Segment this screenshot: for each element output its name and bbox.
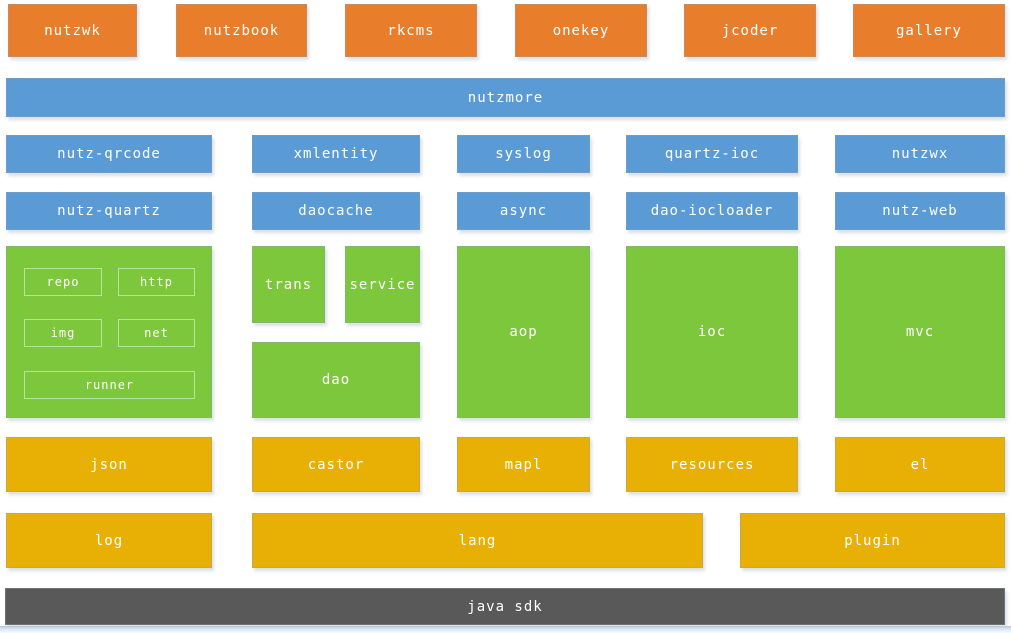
block-java-sdk: java sdk xyxy=(5,588,1005,625)
block-http: http xyxy=(118,268,195,296)
block-runner: runner xyxy=(24,371,195,399)
block-img: img xyxy=(24,319,102,347)
block-nutz-qrcode: nutz-qrcode xyxy=(6,135,212,173)
block-dao: dao xyxy=(252,342,420,418)
block-castor: castor xyxy=(252,437,420,492)
block-nutzmore: nutzmore xyxy=(6,78,1005,117)
block-quartz-ioc: quartz-ioc xyxy=(626,135,798,173)
block-aop: aop xyxy=(457,246,590,418)
block-log: log xyxy=(6,513,212,568)
block-toolkit-container: repo http img net runner xyxy=(6,246,212,418)
block-nutz-quartz: nutz-quartz xyxy=(6,192,212,230)
block-gallery: gallery xyxy=(853,4,1005,57)
block-el: el xyxy=(835,437,1005,492)
block-nutzwx: nutzwx xyxy=(835,135,1005,173)
block-trans: trans xyxy=(252,246,325,323)
block-json: json xyxy=(6,437,212,492)
block-mvc: mvc xyxy=(835,246,1005,418)
block-nutzwk: nutzwk xyxy=(8,4,137,57)
block-jcoder: jcoder xyxy=(684,4,816,57)
block-service: service xyxy=(345,246,420,323)
block-nutz-web: nutz-web xyxy=(835,192,1005,230)
block-lang: lang xyxy=(252,513,703,568)
block-onekey: onekey xyxy=(515,4,647,57)
block-ioc: ioc xyxy=(626,246,798,418)
block-nutzbook: nutzbook xyxy=(176,4,307,57)
block-plugin: plugin xyxy=(740,513,1005,568)
block-resources: resources xyxy=(626,437,798,492)
block-rkcms: rkcms xyxy=(345,4,477,57)
block-mapl: mapl xyxy=(457,437,590,492)
block-daocache: daocache xyxy=(252,192,420,230)
block-xmlentity: xmlentity xyxy=(252,135,420,173)
block-syslog: syslog xyxy=(457,135,590,173)
block-async: async xyxy=(457,192,590,230)
bottom-edge-strip xyxy=(0,626,1011,633)
block-dao-iocloader: dao-iocloader xyxy=(626,192,798,230)
block-net: net xyxy=(118,319,195,347)
block-repo: repo xyxy=(24,268,102,296)
